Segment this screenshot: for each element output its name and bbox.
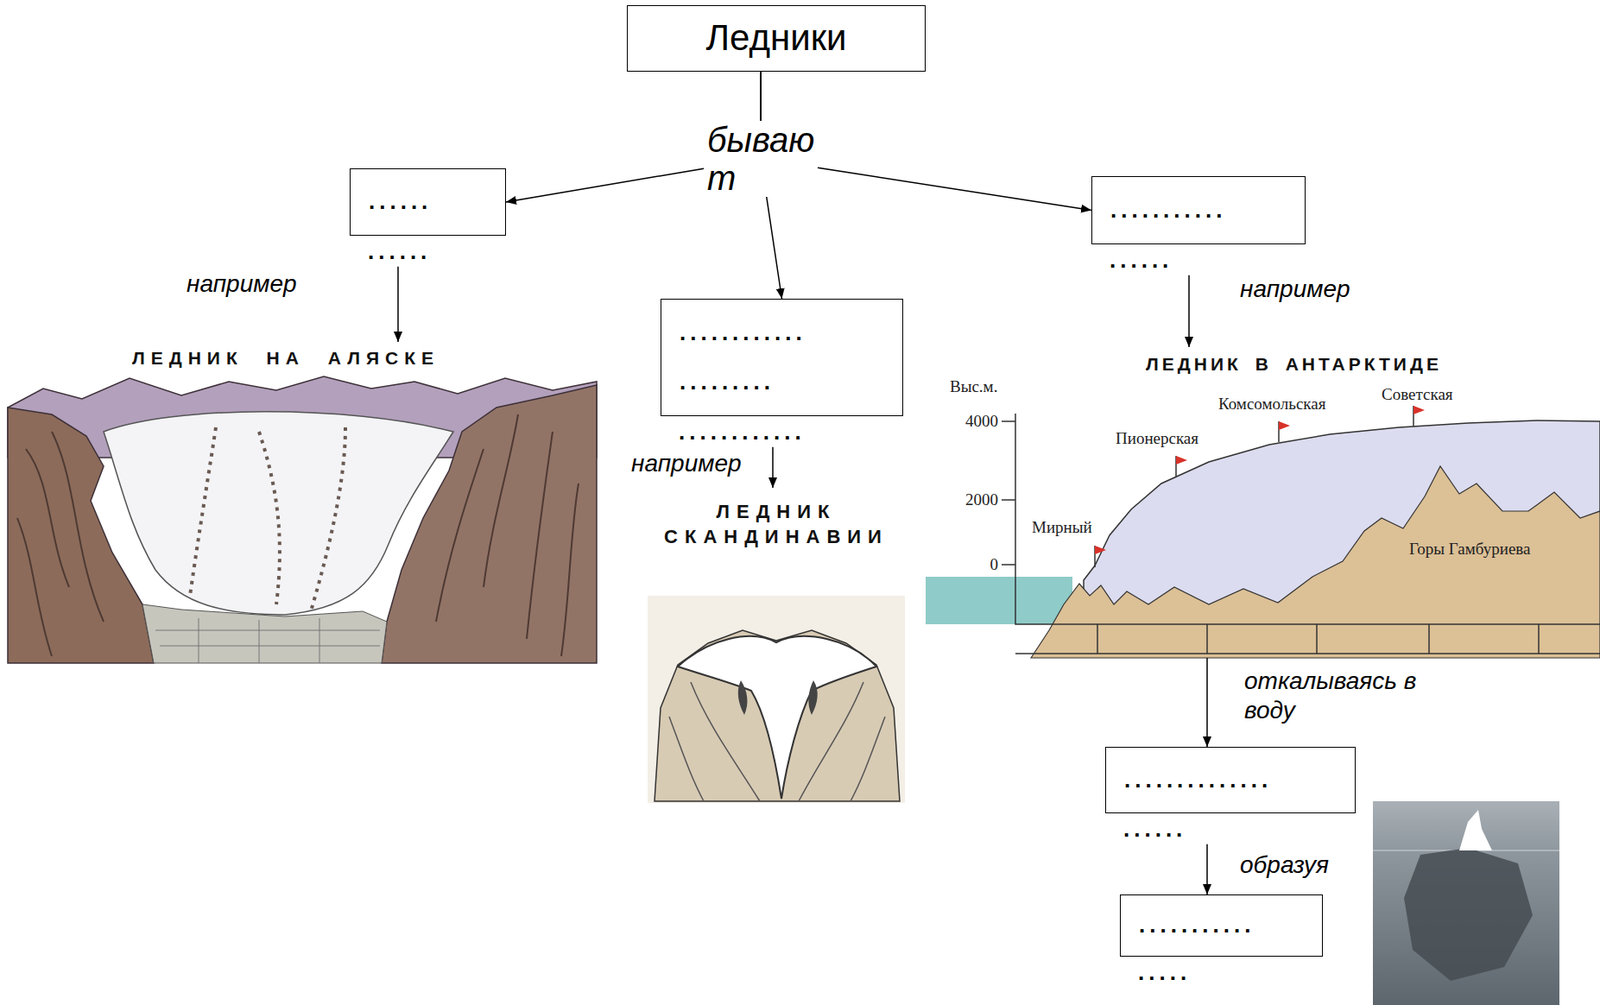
moraine <box>189 427 346 612</box>
station-flags <box>1094 405 1425 568</box>
box-outline: .............. <box>1105 746 1356 814</box>
connector-arrow <box>1188 275 1190 348</box>
picture-title: ЛЕДНИК СКАНДИНАВИИ <box>645 487 907 550</box>
mountain-name: Горы Гамбуриева <box>1409 539 1531 559</box>
blank-dots: .............. <box>1124 765 1272 796</box>
blank-box: ............ ..................... <box>660 298 904 448</box>
station-name: Комсомольская <box>1218 394 1326 414</box>
station-name: Мирный <box>1031 518 1093 538</box>
connector-label: образуя <box>1237 850 1332 880</box>
blank-dots: ........... <box>1138 910 1255 941</box>
scandinavia-illustration <box>647 595 905 804</box>
blank-dots: ............ ......... <box>679 308 885 407</box>
box-outline: Ледники <box>626 5 926 72</box>
axis-frame <box>1001 413 1600 654</box>
antarctica-profile <box>925 347 1600 658</box>
axis-title: Выс.м. <box>949 377 998 397</box>
flag <box>1176 455 1188 465</box>
blank-dots: ..... <box>1138 958 1323 988</box>
blank-box: ............ <box>349 168 506 267</box>
picture-panel: ЛЕДНИК В АНТАРКТИДЕ <box>925 347 1600 658</box>
blank-dots: ...... <box>1109 246 1306 276</box>
iceberg-photo <box>1372 801 1560 1005</box>
station-name: Пионерская <box>1115 429 1199 449</box>
flag <box>1278 421 1291 431</box>
connector-label: например <box>628 449 745 479</box>
photo-ground <box>1372 801 1560 1005</box>
picture-title: ЛЕДНИК В АНТАРКТИДЕ <box>925 347 1600 376</box>
mountain <box>654 630 900 802</box>
box-text: Ледники <box>706 16 848 60</box>
box-outline: ........... <box>1119 894 1323 957</box>
axis-tick-label: 2000 <box>965 490 999 510</box>
blank-box: .................... <box>1105 746 1356 845</box>
box-outline: ........... <box>1091 176 1306 245</box>
sea <box>925 576 1073 625</box>
flag <box>1094 545 1107 555</box>
box-outline: ...... <box>349 168 506 236</box>
box-outline: ............ ......... <box>660 298 904 417</box>
concept-box: Ледники <box>626 5 926 72</box>
blank-dots: ...... <box>1123 815 1356 845</box>
connector-arrow <box>1206 844 1208 895</box>
ice-cliff-lines <box>155 618 380 664</box>
underwater-ice <box>1403 847 1533 981</box>
glacier-front <box>142 604 387 664</box>
bedrock <box>1030 466 1600 658</box>
axis-tick-label: 0 <box>990 555 1000 575</box>
picture-ground <box>7 341 597 664</box>
flag-pole <box>1094 405 1414 568</box>
valley-lines <box>669 682 886 802</box>
connector-arrow <box>771 447 774 488</box>
relation-word: бываю т <box>703 120 818 197</box>
blank-dots: ...... <box>368 187 432 217</box>
picture-ground <box>647 595 905 804</box>
connector-arrow <box>1206 657 1208 747</box>
flag <box>1413 405 1425 415</box>
rock-shadow <box>738 680 818 715</box>
alaska-illustration <box>7 341 597 664</box>
blank-box: ................ <box>1119 894 1323 988</box>
connector-label: откалываясь в воду <box>1241 666 1459 725</box>
blank-box: ................. <box>1091 176 1306 276</box>
axis-tick-label: 4000 <box>965 411 999 431</box>
connector-arrow <box>397 266 399 342</box>
connector-label: например <box>183 269 300 299</box>
connector-label: например <box>1237 274 1354 304</box>
iceberg-tip <box>1459 809 1493 851</box>
picture-panel: ЛЕДНИК НА АЛЯСКЕ <box>7 341 597 664</box>
blank-dots: ...... <box>367 237 506 267</box>
picture-panel: ЛЕДНИК СКАНДИНАВИИ <box>645 487 907 804</box>
glacier <box>103 411 454 615</box>
station-name: Советская <box>1381 385 1454 405</box>
picture-ground <box>925 347 1600 658</box>
blank-dots: ............ <box>678 417 904 448</box>
blank-dots: ........... <box>1110 196 1227 226</box>
picture-title: ЛЕДНИК НА АЛЯСКЕ <box>7 341 597 370</box>
